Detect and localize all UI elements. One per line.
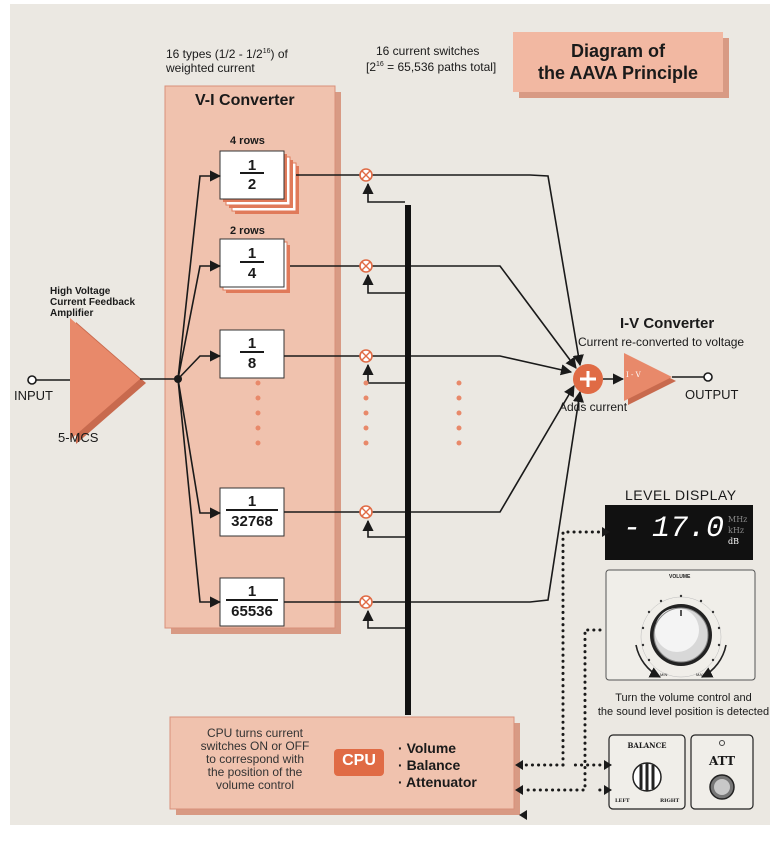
level-display [605, 505, 753, 560]
volume-caption-line1: Turn the volume control and [615, 692, 752, 704]
frac-num-4: 1 [247, 493, 257, 510]
adder-circle [573, 364, 603, 394]
att-label: ATT [708, 754, 736, 768]
amplifier-label-line1: High Voltage [50, 286, 111, 297]
iv-converter-title: I-V Converter [620, 315, 715, 332]
iv-converter-subtitle: Current re-converted to voltage [578, 335, 745, 349]
fraction-bars [226, 172, 278, 601]
frac-den-3: 8 [247, 355, 257, 372]
att-panel [690, 734, 754, 810]
amplifier-triangle [70, 318, 146, 444]
amplifier-label: High Voltage Current Feedback Amplifier [50, 286, 135, 319]
diagram-title-line2: the AAVA Principle [537, 63, 699, 83]
cpu-function-balance: · Balance [398, 757, 461, 773]
types-caption-text: 16 types (1/2 - 1/2 [166, 47, 263, 61]
cpu-desc-line5: volume control [215, 778, 295, 792]
iv-triangle-label: I - V [626, 371, 641, 379]
rows-label-2: 2 rows [230, 225, 265, 237]
frac-den-1: 2 [247, 176, 257, 193]
volume-knob[interactable] [635, 594, 727, 678]
cpu-desc-line2: switches ON or OFF [200, 739, 310, 753]
frac-den-5: 65536 [231, 603, 273, 620]
unit-mhz: MHz [728, 515, 748, 524]
dotted-links [523, 530, 608, 792]
switches-total-text: = 65,536 paths total [383, 60, 493, 74]
box-1-8 [219, 329, 285, 379]
cpu-badge: CPU [342, 752, 376, 769]
box-1-65536 [219, 577, 285, 627]
volume-knob-label: VOLUME [669, 574, 691, 580]
cpu-function-attenuator-label: Attenuator [406, 774, 477, 790]
volume-caption: Turn the volume control and the sound le… [596, 691, 771, 719]
cpu-description: CPU turns current switches ON or OFF to … [178, 727, 332, 792]
level-display-value: 17.0 [652, 512, 725, 546]
balance-knob[interactable] [632, 762, 662, 792]
volume-max-label: MAX [696, 672, 705, 677]
iv-converter-triangle [624, 353, 676, 405]
balance-right-label: RIGHT [660, 798, 680, 804]
types-caption-sup: 16 [262, 48, 271, 55]
switches-caption: 16 current switches [376, 44, 480, 58]
switches-total-caption: [216 = 65,536 paths total] [366, 60, 497, 74]
cpu-desc-line4: the position of the [207, 765, 303, 779]
cpu-desc-line1: CPU turns current [206, 726, 304, 740]
types-caption: 16 types (1/2 - 1/216) of weighted curre… [166, 45, 288, 75]
switches-total-base: 2 [369, 60, 377, 74]
stack-1-4 [219, 238, 290, 293]
control-bus [405, 205, 411, 715]
types-caption-end: ) of [270, 47, 288, 61]
unit-khz: kHz [728, 526, 745, 535]
diagram-background [10, 4, 770, 825]
diagram-title: Diagram of the AAVA Principle [513, 40, 723, 84]
volume-min-label: MIN [660, 672, 668, 677]
unit-db: dB [728, 537, 739, 546]
vi-converter-title: V-I Converter [195, 92, 295, 109]
cpu-badge-box [334, 749, 384, 776]
title-box [513, 32, 729, 98]
frac-num-2: 1 [247, 245, 257, 262]
types-caption-line2: weighted current [166, 61, 255, 75]
cpu-functions: · Volume · Balance · Attenuator [398, 740, 477, 791]
cpu-function-balance-label: Balance [406, 757, 461, 773]
cpu-desc-line3: to correspond with [205, 752, 305, 766]
frac-num-1: 1 [247, 157, 257, 174]
input-terminal [27, 375, 70, 385]
att-button[interactable] [709, 774, 735, 800]
balance-left-label: LEFT [615, 798, 630, 804]
current-switches [359, 168, 373, 609]
frac-num-3: 1 [247, 335, 257, 352]
frac-den-4: 32768 [231, 513, 273, 530]
level-display-units: MHz kHz dB [728, 514, 747, 547]
level-display-title: LEVEL DISPLAY [625, 487, 737, 503]
amplifier-label-line3: Amplifier [50, 308, 94, 319]
control-taps [362, 182, 405, 629]
ellipsis-dots [255, 380, 462, 446]
dotted-arrowheads [515, 527, 612, 820]
att-indicator [719, 740, 725, 746]
cpu-function-volume-label: Volume [406, 740, 457, 756]
amplifier-model: 5-MCS [58, 430, 99, 445]
frac-num-5: 1 [247, 583, 257, 600]
switches-total-sup: 16 [376, 61, 384, 68]
diagram-title-line1: Diagram of [570, 41, 666, 61]
amplifier-label-line2: Current Feedback [50, 297, 136, 308]
cpu-function-attenuator: · Attenuator [398, 774, 477, 790]
rows-label-4: 4 rows [230, 135, 265, 147]
output-terminal [703, 372, 713, 382]
frac-den-2: 4 [247, 265, 257, 282]
input-label: INPUT [14, 388, 53, 403]
volume-caption-line2: the sound level position is detected [597, 706, 770, 718]
branch-lines [284, 174, 585, 603]
balance-title: BALANCE [627, 741, 667, 750]
output-label: OUTPUT [685, 387, 739, 402]
level-display-sign: - [623, 512, 647, 546]
adder-label: Adds current [559, 400, 628, 414]
fanout-lines [177, 170, 222, 608]
cpu-function-volume: · Volume [398, 740, 457, 756]
